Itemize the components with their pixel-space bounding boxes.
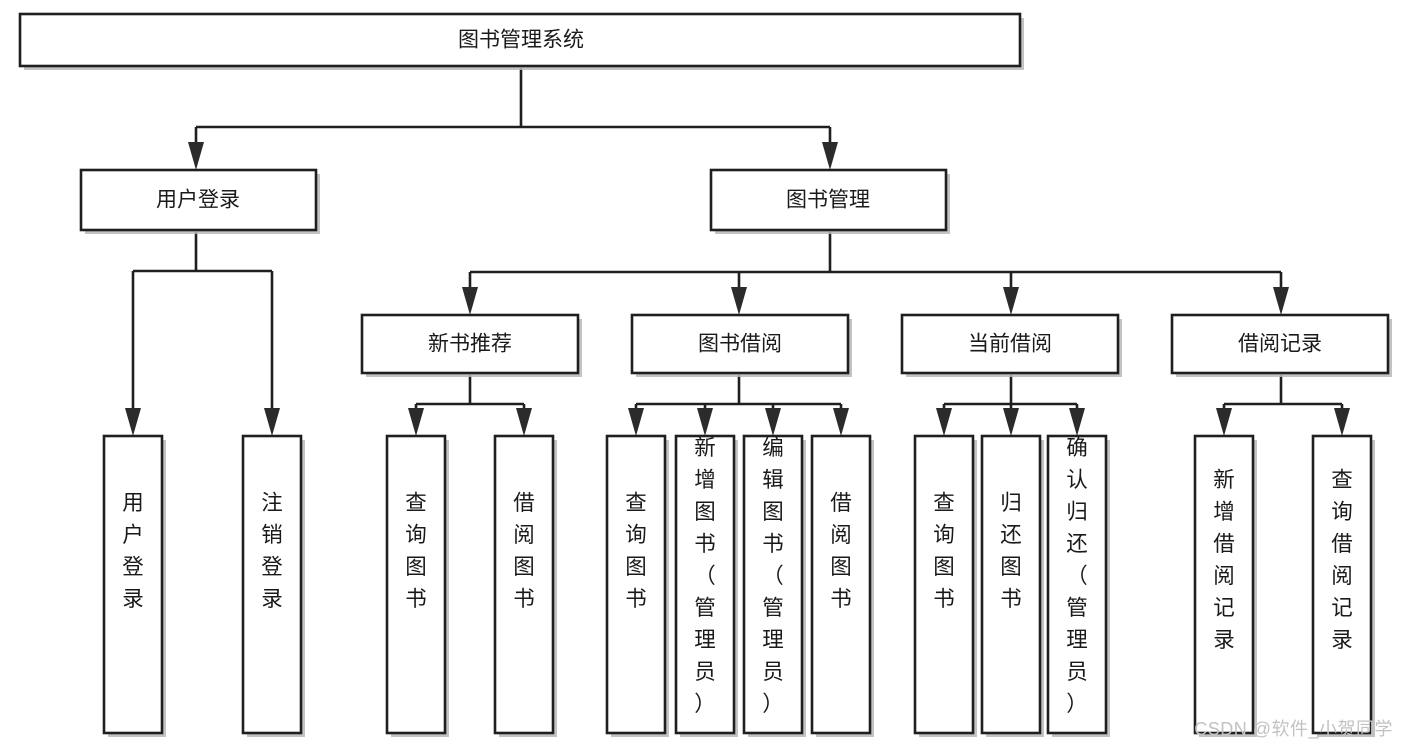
node-new-book-recommend[interactable]: 新书推荐 [360, 313, 582, 377]
arrow-to-leaf-query-record [1334, 408, 1350, 436]
leaf-query-book-1-box[interactable] [385, 434, 447, 735]
node-book-borrow-label: 图书借阅 [698, 333, 782, 356]
leaf-confirm-return[interactable]: 确认归还（管理员） [1046, 434, 1110, 737]
node-book-borrow-box[interactable] [630, 313, 850, 375]
leaf-add-book-label: 新增图书（管理员） [694, 436, 716, 716]
leaf-edit-book[interactable]: 编辑图书（管理员） [742, 434, 806, 737]
arrow-to-leaf-query-book-3 [936, 408, 952, 436]
arrow-to-leaf-borrow-book-2 [833, 408, 849, 436]
leaf-user-logout[interactable]: 注销登录 [241, 434, 305, 737]
leaf-query-record-box[interactable] [1311, 434, 1373, 735]
leaf-return-book[interactable]: 归还图书 [980, 434, 1044, 737]
node-book-manage[interactable]: 图书管理 [709, 168, 950, 234]
arrow-to-new-book-recommend [462, 287, 478, 315]
leaf-query-book-3-box[interactable] [913, 434, 975, 735]
arrow-to-leaf-query-book-1 [408, 408, 424, 436]
leaf-query-book-2-box[interactable] [605, 434, 667, 735]
node-book-manage-box[interactable] [709, 168, 948, 232]
arrow-to-leaf-return-book [1003, 408, 1019, 436]
leaf-confirm-return-box[interactable] [1046, 434, 1108, 735]
arrow-to-borrow-record [1273, 287, 1289, 315]
node-root-label: 图书管理系统 [458, 29, 584, 52]
leaf-edit-book-box[interactable] [742, 434, 804, 735]
leaf-query-book-2[interactable]: 查询图书 [605, 434, 669, 737]
node-new-book-recommend-label: 新书推荐 [428, 333, 512, 356]
leaf-confirm-return-label: 确认归还（管理员） [1066, 436, 1088, 716]
leaf-query-book-1-label: 查询图书 [405, 491, 427, 611]
leaf-query-book-3[interactable]: 查询图书 [913, 434, 977, 737]
node-borrow-record-label: 借阅记录 [1238, 333, 1322, 356]
node-current-borrow-box[interactable] [900, 313, 1120, 375]
leaf-add-record[interactable]: 新增借阅记录 [1193, 434, 1257, 737]
leaf-borrow-book-2-label: 借阅图书 [830, 491, 852, 611]
arrow-to-leaf-add-book [697, 408, 713, 436]
arrow-to-leaf-add-record [1216, 408, 1232, 436]
node-root-box[interactable] [18, 12, 1022, 68]
leaf-add-book[interactable]: 新增图书（管理员） [674, 434, 738, 737]
leaf-return-book-box[interactable] [980, 434, 1042, 735]
arrow-to-book-borrow [731, 287, 747, 315]
arrow-to-leaf-edit-book [765, 408, 781, 436]
node-root[interactable]: 图书管理系统 [18, 12, 1024, 70]
arrow-to-book-manage [822, 142, 838, 170]
node-user-login[interactable]: 用户登录 [79, 168, 320, 234]
leaf-user-logout-box[interactable] [241, 434, 303, 735]
leaf-borrow-book-1[interactable]: 借阅图书 [493, 434, 557, 737]
arrow-to-leaf-user-login [125, 408, 141, 436]
leaf-user-login[interactable]: 用户登录 [102, 434, 166, 737]
arrow-to-leaf-borrow-book-1 [516, 408, 532, 436]
leaf-add-record-box[interactable] [1193, 434, 1255, 735]
node-new-book-recommend-box[interactable] [360, 313, 580, 375]
node-borrow-record-box[interactable] [1170, 313, 1390, 375]
node-user-login-box[interactable] [79, 168, 318, 232]
leaf-return-book-label: 归还图书 [1000, 491, 1022, 611]
leaf-query-record-label: 查询借阅记录 [1331, 468, 1353, 652]
leaf-borrow-book-2[interactable]: 借阅图书 [810, 434, 874, 737]
leaf-query-book-1[interactable]: 查询图书 [385, 434, 449, 737]
node-current-borrow-label: 当前借阅 [968, 333, 1052, 356]
leaf-borrow-book-2-box[interactable] [810, 434, 872, 735]
arrow-to-current-borrow [1003, 287, 1019, 315]
leaf-query-book-3-label: 查询图书 [933, 491, 955, 611]
connector-group [125, 68, 1350, 436]
leaf-add-record-label: 新增借阅记录 [1213, 468, 1235, 652]
arrow-to-leaf-user-logout [264, 408, 280, 436]
leaf-borrow-book-1-box[interactable] [493, 434, 555, 735]
node-user-login-label: 用户登录 [156, 189, 240, 212]
leaf-user-login-box[interactable] [102, 434, 164, 735]
leaf-user-logout-label: 注销登录 [261, 491, 283, 611]
leaf-borrow-book-1-label: 借阅图书 [513, 491, 535, 611]
leaf-query-record[interactable]: 查询借阅记录 [1311, 434, 1375, 737]
leaf-query-book-2-label: 查询图书 [625, 491, 647, 611]
node-current-borrow[interactable]: 当前借阅 [900, 313, 1122, 377]
leaf-user-login-label: 用户登录 [122, 491, 144, 611]
node-book-manage-label: 图书管理 [786, 189, 870, 212]
node-borrow-record[interactable]: 借阅记录 [1170, 313, 1392, 377]
arrow-to-leaf-query-book-2 [628, 408, 644, 436]
leaf-add-book-box[interactable] [674, 434, 736, 735]
leaf-edit-book-label: 编辑图书（管理员） [762, 436, 784, 716]
arrow-to-leaf-confirm-return [1069, 408, 1085, 436]
arrow-to-user-login [188, 142, 204, 170]
node-book-borrow[interactable]: 图书借阅 [630, 313, 852, 377]
